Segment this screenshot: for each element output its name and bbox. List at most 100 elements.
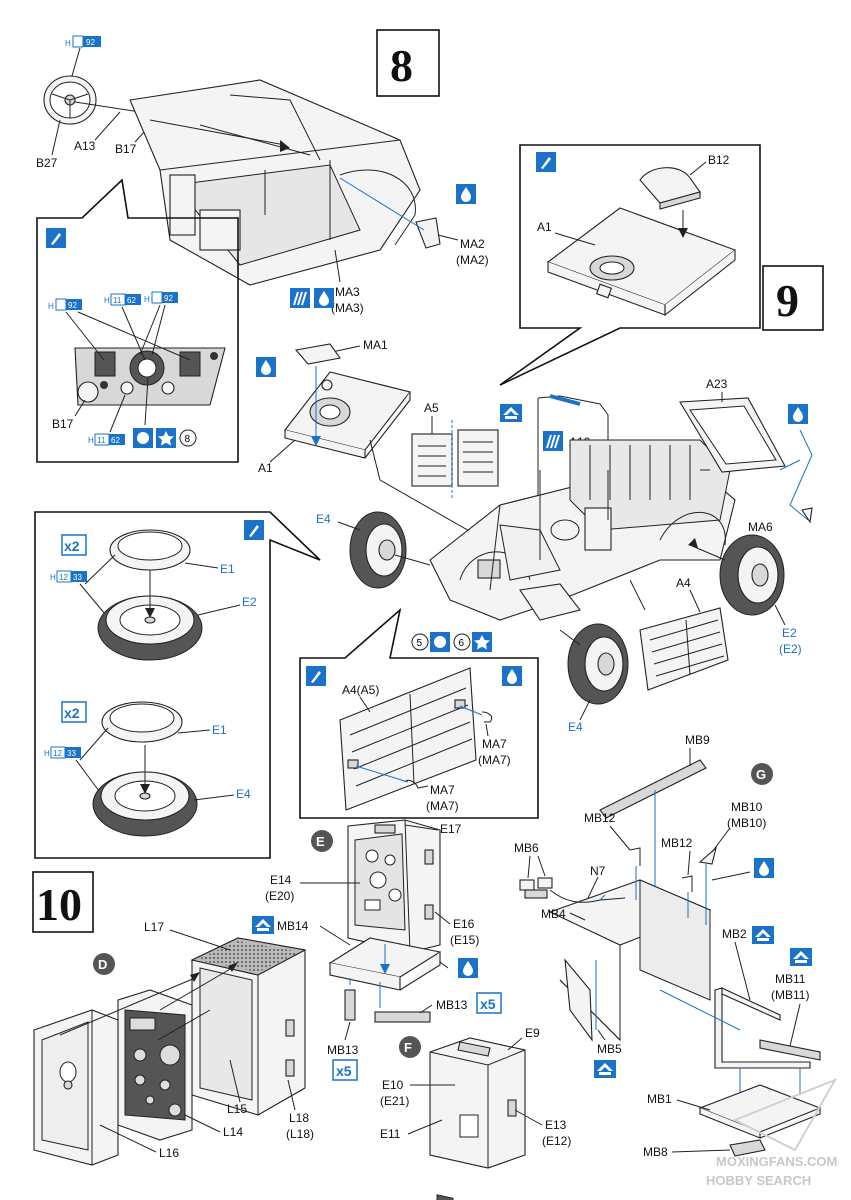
part-ma2 [415,217,441,249]
step-8-number: 8 [390,40,413,91]
label-l18-paren: (L18) [286,1127,314,1141]
label-a13: A13 [74,139,96,153]
wheel-callout [34,511,321,859]
photo-etch-icon [289,287,311,309]
label-e16: E16 [453,917,475,931]
svg-text:x2: x2 [64,705,80,721]
label-e1: E1 [220,562,235,576]
label-l18: L18 [289,1111,309,1125]
part-mb1 [698,1084,822,1139]
svg-text:33: 33 [67,749,76,758]
part-mb9 [599,759,707,819]
glue-icon [536,152,556,172]
shelf-mb4 [548,879,712,1042]
label-a4-a5: A4(A5) [342,683,379,697]
label-mb11-paren: (MB11) [771,988,809,1002]
glue-icon [306,666,326,686]
label-l14: L14 [223,1125,243,1139]
cement-drop-icon [754,858,774,878]
label-e12-paren: (E12) [542,1134,571,1148]
step-10-number: 10 [36,879,82,930]
svg-text:5: 5 [417,638,423,649]
svg-text:x2: x2 [64,538,80,554]
subassembly-g-marker: G [751,763,773,785]
svg-text:12: 12 [53,749,62,758]
part-mb8 [729,1139,766,1157]
part-ma1 [294,343,341,365]
label-mb9: MB9 [685,733,710,747]
paint-chip-h11-62: H 11 62 [104,293,141,306]
label-e4-front: E4 [568,720,583,734]
label-a4: A4 [676,576,691,590]
label-b17-callout: B17 [52,417,74,431]
label-e17: E17 [440,822,462,836]
label-mb14: MB14 [277,919,309,933]
label-ma7-paren: (MA7) [478,753,511,767]
label-e20-paren: (E20) [265,889,294,903]
label-b17: B17 [115,142,137,156]
panel-l14 [117,989,193,1141]
paint-chip-h92: H 92 [65,35,101,48]
svg-text:6: 6 [459,638,465,649]
label-ma6: MA6 [748,520,773,534]
vehicle-body-step9 [429,439,736,621]
svg-text:11: 11 [113,296,122,305]
part-mb13-b [374,1011,431,1023]
label-l16: L16 [159,1146,179,1160]
label-e1-bottom: E1 [212,723,227,737]
cement-drop-icon [314,288,334,308]
cement-drop-icon [458,958,478,978]
subassembly-d-marker: D [93,953,115,975]
quantity-x5: x5 [476,992,502,1014]
label-ma2-paren: (MA2) [456,253,489,267]
vehicle-body-step8 [129,79,421,286]
svg-text:62: 62 [111,436,120,445]
svg-text:x5: x5 [336,1063,352,1079]
part-ma6 [801,507,813,524]
part-a5 [411,429,499,487]
subassembly-e-marker: E [311,830,333,852]
cement-drop-icon [456,184,476,204]
cement-drop-icon [788,404,808,424]
svg-text:MOXINGFANS.COM: MOXINGFANS.COM [716,1154,837,1169]
label-b12: B12 [708,153,730,167]
label-mb13: MB13 [436,998,468,1012]
step-9-box [762,265,824,331]
svg-text:92: 92 [68,301,77,310]
paint-chip-h92: H 92 [48,298,82,311]
cabinet-l15 [191,937,306,1116]
label-mb11: MB11 [775,972,806,986]
assembly-direction-icon [500,404,522,422]
svg-text:92: 92 [164,294,173,303]
part-a1-detail [546,207,737,317]
decal-icon: 8 [133,428,197,448]
part-mb6 [519,877,553,899]
svg-text:D: D [98,957,107,972]
label-mb2: MB2 [722,927,747,941]
quantity-x5: x5 [332,1059,358,1081]
label-a23: A23 [706,377,728,391]
label-mb10: MB10 [731,800,763,814]
label-e11: E11 [380,1127,401,1141]
label-mb12: MB12 [584,811,616,825]
svg-text:92: 92 [86,38,95,47]
label-e21-paren: (E21) [380,1094,409,1108]
svg-text:G: G [756,767,766,782]
label-e4: E4 [316,512,331,526]
radio-box-f [429,1037,526,1200]
svg-text:H: H [50,573,56,582]
wheel-e2-right [719,534,785,616]
svg-text:62: 62 [127,296,136,305]
label-e15-paren: (E15) [450,933,479,947]
step-10-box [32,871,94,933]
label-ma7-b-paren: (MA7) [426,799,459,813]
svg-text:E: E [316,834,325,849]
label-a1-callout: A1 [537,220,552,234]
svg-text:8: 8 [185,434,191,445]
step-8-box [376,29,440,97]
svg-text:H: H [88,436,94,445]
svg-text:F: F [404,1040,412,1055]
label-mb6: MB6 [514,841,539,855]
label-b27: B27 [36,156,58,170]
